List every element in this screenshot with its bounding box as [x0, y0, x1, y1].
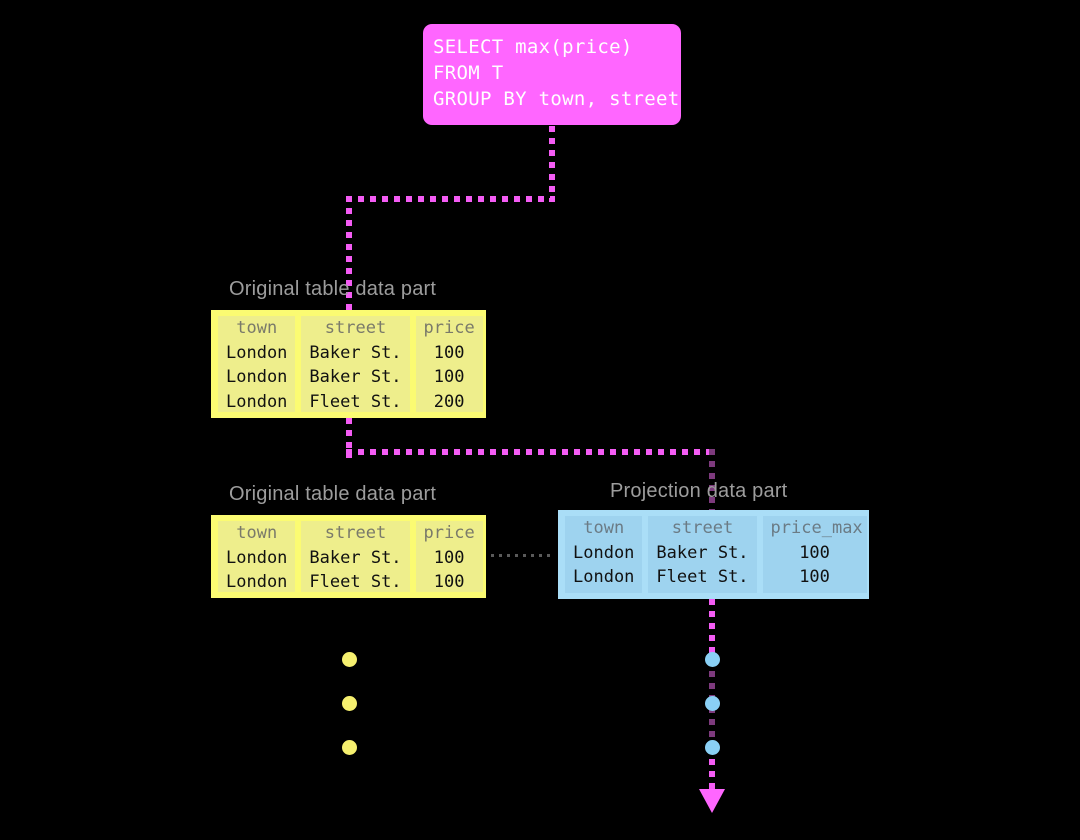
caption-original-table-top: Original table data part [229, 278, 437, 300]
data-cell: 100 [433, 572, 465, 592]
ellipsis-dot-blue [705, 696, 720, 711]
data-cell: London [226, 391, 288, 412]
data-cell: London [226, 547, 288, 568]
table-projection: town London London street Baker St. Flee… [558, 510, 869, 599]
table-original-top-column-street: street Baker St. Baker St. Fleet St. [301, 316, 410, 412]
data-cell: Baker St. [309, 547, 402, 568]
data-cell: Baker St. [309, 342, 402, 363]
table-projection-column-price-max: price_max 100 100 [762, 516, 867, 593]
ellipsis-dot-blue [705, 652, 720, 667]
data-cell: London [573, 567, 635, 587]
data-cell: Baker St. [309, 367, 402, 387]
header-cell: street [324, 318, 387, 338]
data-cell: London [226, 367, 288, 387]
data-cell: 100 [799, 542, 830, 563]
table-projection-column-street: street Baker St. Fleet St. [648, 516, 757, 593]
sql-line-2: FROM T [433, 62, 504, 84]
connector-projection-tail-a [709, 599, 715, 659]
connector-query-down [549, 126, 555, 202]
data-cell: 100 [799, 567, 830, 587]
connector-query-left [346, 196, 555, 202]
header-cell: town [583, 518, 625, 538]
header-cell: street [324, 523, 387, 543]
data-cell: Baker St. [656, 542, 749, 563]
data-cell: 100 [433, 342, 465, 363]
header-cell: price [423, 318, 475, 338]
data-cell: London [226, 572, 288, 592]
header-cell: street [671, 518, 734, 538]
table-original-bottom-column-price: price 100 100 [415, 521, 483, 592]
data-cell: London [226, 342, 288, 363]
data-cell: Fleet St. [309, 391, 402, 412]
ellipsis-dot-yellow [342, 696, 357, 711]
header-cell: price [423, 523, 475, 543]
sql-query-box: SELECT max(price) FROM T GROUP BY town, … [423, 24, 681, 125]
ellipsis-dot-blue [705, 740, 720, 755]
table-original-bottom-column-town: town London London [218, 521, 296, 592]
table-original-bottom-column-street: street Baker St. Fleet St. [301, 521, 410, 592]
data-cell: London [573, 542, 635, 563]
data-cell: Fleet St. [309, 572, 402, 592]
data-cell: 200 [433, 391, 465, 412]
ellipsis-dot-yellow [342, 740, 357, 755]
sql-line-3: GROUP BY town, street [433, 88, 680, 110]
data-cell: 100 [433, 547, 465, 568]
data-cell: Fleet St. [656, 567, 749, 587]
caption-projection: Projection data part [610, 480, 788, 502]
table-projection-column-town: town London London [565, 516, 643, 593]
caption-original-table-bottom: Original table data part [229, 483, 437, 505]
header-cell: town [236, 523, 278, 543]
header-cell: town [236, 318, 278, 338]
header-cell: price_max [770, 518, 863, 538]
connector-from-original-top [346, 418, 352, 458]
table-original-top-column-town: town London London London [218, 316, 296, 412]
table-original-top-column-price: price 100 100 200 [415, 316, 483, 412]
data-cell: 100 [433, 367, 465, 387]
arrow-head-icon [699, 789, 725, 813]
connector-original-to-projection [491, 554, 554, 557]
connector-to-original-top [346, 196, 352, 312]
connector-projection-down [709, 449, 715, 511]
table-original-top: town London London London street Baker S… [211, 310, 486, 418]
connector-to-projection-right [346, 449, 716, 455]
connector-projection-tail-c [709, 747, 715, 791]
ellipsis-dot-yellow [342, 652, 357, 667]
table-original-bottom: town London London street Baker St. Flee… [211, 515, 486, 598]
sql-line-1: SELECT max(price) [433, 36, 633, 58]
